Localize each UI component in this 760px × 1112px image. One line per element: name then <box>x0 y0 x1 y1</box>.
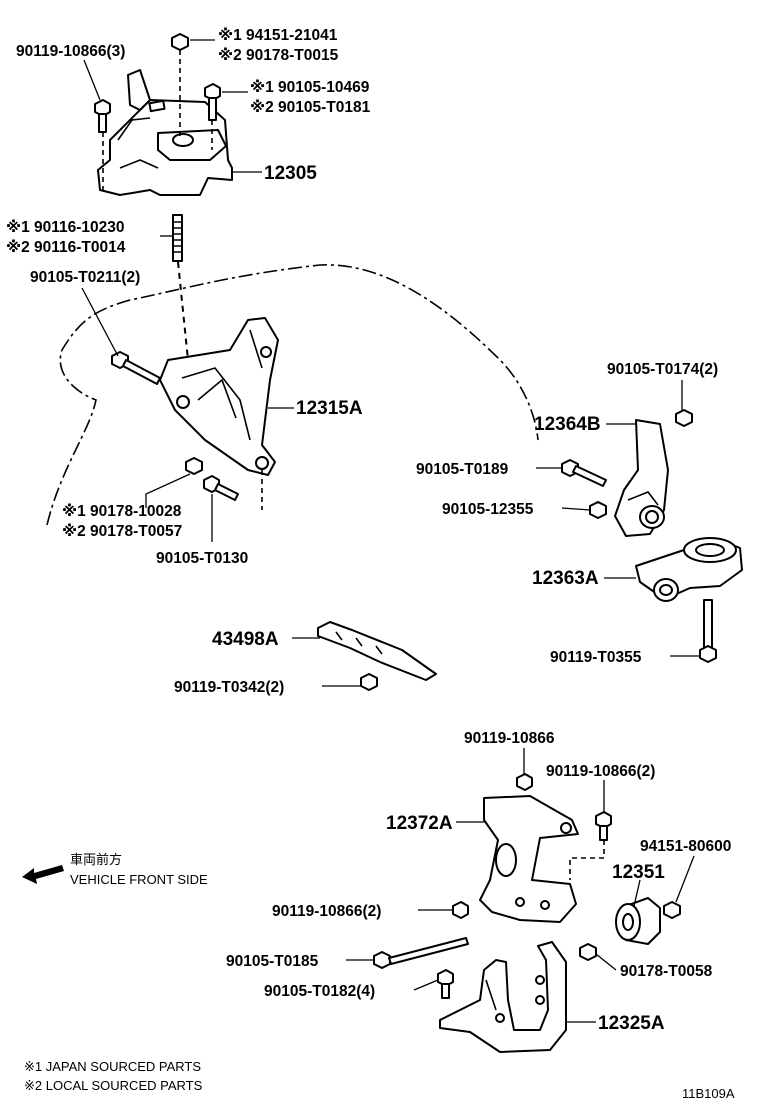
label-12351: 12351 <box>612 862 665 883</box>
legend-note-2: ※2 LOCAL SOURCED PARTS <box>24 1078 203 1093</box>
legend-note-1: ※1 JAPAN SOURCED PARTS <box>24 1059 201 1074</box>
label-90119-10866-2-right: 90119-10866(2) <box>546 763 655 780</box>
bracket-12372A <box>479 795 579 923</box>
label-90105-10469: ※1 90105-10469 <box>250 78 370 96</box>
label-90105-12355: 90105-12355 <box>442 501 534 518</box>
label-90105-T0130: 90105-T0130 <box>156 550 248 567</box>
nut-90178-10028 <box>185 457 203 475</box>
label-90105-T0182: 90105-T0182(4) <box>264 983 375 1000</box>
bolt-90105-T0189 <box>561 459 607 487</box>
nut-90105-12355 <box>589 501 607 519</box>
bolt-90119-T0355 <box>699 599 717 663</box>
label-94151-80600: 94151-80600 <box>640 838 731 855</box>
bracket-12364B <box>614 419 669 537</box>
figure-id: 11B109A <box>682 1086 735 1101</box>
label-12372A: 12372A <box>386 813 453 834</box>
bracket-12315A <box>159 317 279 476</box>
label-90178-T0015: ※2 90178-T0015 <box>218 46 339 64</box>
label-12364B: 12364B <box>534 414 601 435</box>
bolt-90105-T0211 <box>111 351 161 385</box>
label-43498A: 43498A <box>212 629 279 650</box>
mount-12363A <box>635 537 743 602</box>
label-90119-10866: 90119-10866 <box>464 730 555 747</box>
label-90119-T0355: 90119-T0355 <box>550 649 642 666</box>
bracket-12325A <box>439 941 567 1053</box>
arrow-left-icon <box>22 865 64 884</box>
label-90178-T0057: ※2 90178-T0057 <box>62 522 182 540</box>
nut-90178-T0058 <box>579 943 597 961</box>
label-90105-T0211: 90105-T0211(2) <box>30 269 140 286</box>
label-90119-10866-2-left: 90119-10866(2) <box>272 903 381 920</box>
label-90116-T0014: ※2 90116-T0014 <box>6 238 126 256</box>
stud-90116-10230 <box>172 214 183 262</box>
plate-43498A <box>317 621 437 681</box>
label-90105-T0181: ※2 90105-T0181 <box>250 98 371 116</box>
label-90105-T0185: 90105-T0185 <box>226 953 319 970</box>
nut-94151-21041 <box>171 33 189 51</box>
label-90105-T0189: 90105-T0189 <box>416 461 509 478</box>
bolt-90105-T0185 <box>373 937 469 969</box>
bushing-12351 <box>615 897 661 945</box>
engine-outline <box>46 264 539 526</box>
leader-lines <box>81 39 700 1023</box>
label-90116-10230: ※1 90116-10230 <box>6 218 125 236</box>
label-90119-10866-3: 90119-10866(3) <box>16 43 125 60</box>
bolt-90119-10866-top <box>94 99 111 133</box>
bolt-90119-10866-2-right <box>595 811 612 841</box>
label-94151-21041: ※1 94151-21041 <box>218 26 338 44</box>
label-90105-T0174: 90105-T0174(2) <box>607 361 718 378</box>
label-12325A: 12325A <box>598 1013 665 1034</box>
bolt-90119-10866-mid <box>516 773 533 791</box>
label-12315A: 12315A <box>296 398 363 419</box>
label-90178-T0058: 90178-T0058 <box>620 963 713 980</box>
front-side-label-jp: 車両前方 <box>70 852 122 867</box>
label-12305: 12305 <box>264 163 317 184</box>
bolt-90105-T0182 <box>437 969 454 999</box>
label-12363A: 12363A <box>532 568 599 589</box>
label-90119-T0342: 90119-T0342(2) <box>174 679 284 696</box>
bolt-90119-10866-2-left <box>452 901 469 919</box>
bolt-90105-T0130 <box>203 475 239 501</box>
nut-94151-80600 <box>663 901 681 919</box>
front-side-label-en: VEHICLE FRONT SIDE <box>70 872 208 887</box>
bolt-90105-10469 <box>204 83 221 121</box>
bolt-90105-T0174 <box>675 409 693 427</box>
mount-12305 <box>97 69 233 196</box>
label-90178-10028: ※1 90178-10028 <box>62 502 182 520</box>
bolt-90119-T0342 <box>360 673 378 691</box>
